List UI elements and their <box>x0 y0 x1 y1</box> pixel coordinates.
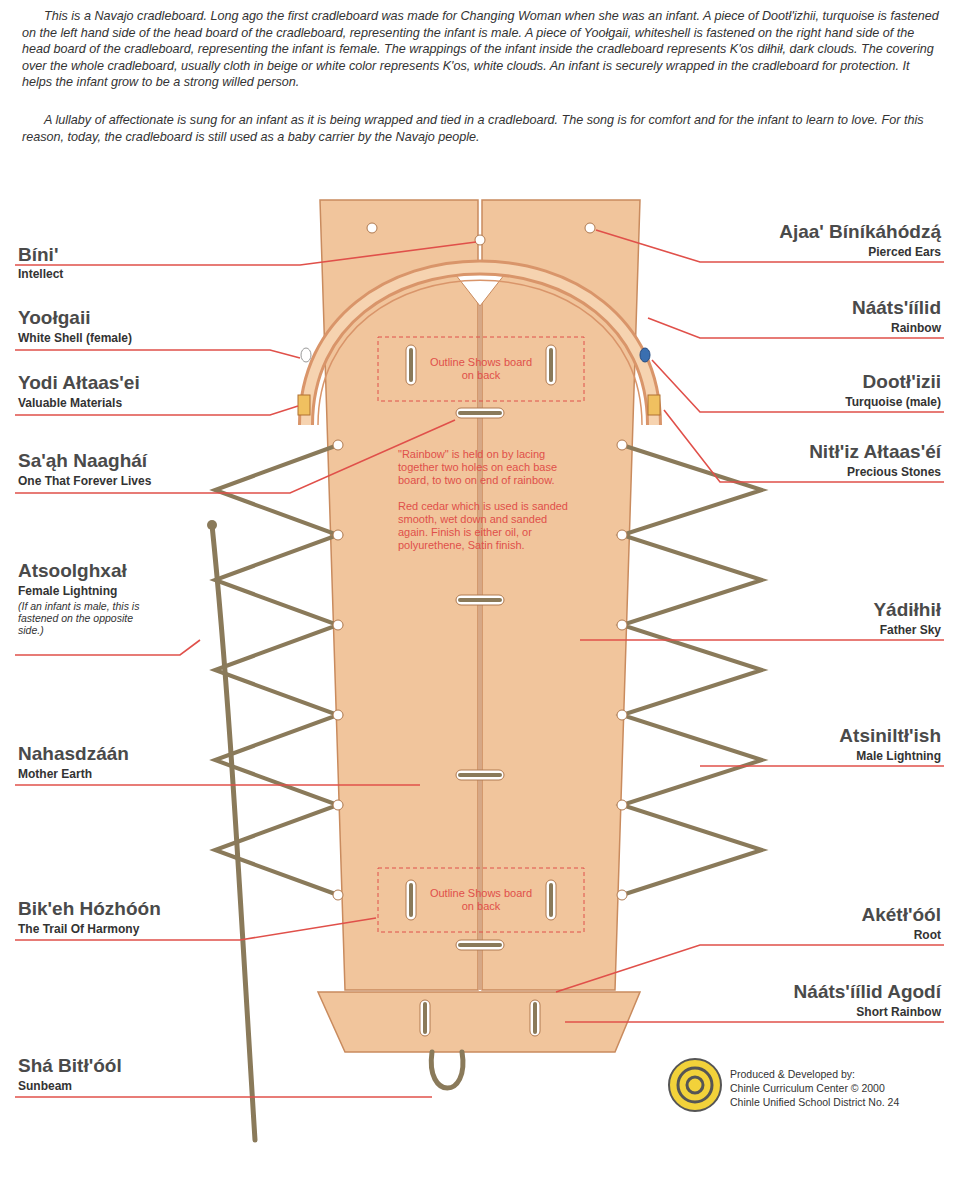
board-note: "Rainbow" is held on by lacing together … <box>398 448 576 487</box>
part-meaning: Valuable Materials <box>18 396 122 411</box>
part-name: Nitł'iz Ałtaas'éí <box>809 441 941 463</box>
board-note: Outline Shows board on back <box>428 887 534 913</box>
part-meaning: Short Rainbow <box>856 1005 941 1020</box>
part-name: Nááts'íílid <box>852 297 941 319</box>
logo <box>669 1059 721 1111</box>
part-meaning: Female Lightning <box>18 584 117 599</box>
part-name: Dootł'izii <box>863 371 941 393</box>
part-meaning: Intellect <box>18 267 63 282</box>
part-name: Sa'ąh Naagháí <box>18 450 147 472</box>
part-name: Nááts'íílid Agodí <box>794 981 941 1003</box>
part-name: Bik'eh Hózhóón <box>18 898 161 920</box>
part-meaning: Pierced Ears <box>868 245 941 260</box>
part-name: Ajaa' Bíníkáhódzą́ <box>779 221 941 243</box>
intro-paragraph: A lullaby of affectionate is sung for an… <box>22 112 940 145</box>
part-meaning: Male Lightning <box>856 749 941 764</box>
part-name: Atsiniltł'ish <box>839 725 941 747</box>
part-name: Yádiłhił <box>873 599 941 621</box>
board-note: Outline Shows board on back <box>428 356 534 382</box>
part-meaning: Father Sky <box>880 623 941 638</box>
part-meaning: Sunbeam <box>18 1079 72 1094</box>
part-meaning: Root <box>914 928 941 943</box>
part-name: Akétł'óól <box>862 904 941 926</box>
credit-line: Chinle Curriculum Center © 2000 <box>730 1082 885 1095</box>
part-name: Yodi Ałtaas'ei <box>18 372 140 394</box>
part-name: Yoołgaii <box>18 307 90 329</box>
part-meaning: Precious Stones <box>847 465 941 480</box>
part-meaning: Turquoise (male) <box>845 395 941 410</box>
part-name: Shá Bitł'óól <box>18 1055 122 1077</box>
part-meaning: Rainbow <box>891 321 941 336</box>
intro-paragraph: This is a Navajo cradleboard. Long ago t… <box>22 8 940 91</box>
board-note: Red cedar which is used is sanded smooth… <box>398 500 576 552</box>
part-meaning: White Shell (female) <box>18 331 132 346</box>
credit-line: Chinle Unified School District No. 24 <box>730 1096 899 1109</box>
credit-line: Produced & Developed by: <box>730 1068 855 1081</box>
part-name: Nahasdzáán <box>18 743 129 765</box>
part-name: Bíni' <box>18 244 58 266</box>
part-name: Atsoolghxał <box>18 560 127 582</box>
part-meaning: Mother Earth <box>18 767 92 782</box>
part-meaning: The Trail Of Harmony <box>18 922 139 937</box>
part-meaning: One That Forever Lives <box>18 474 151 489</box>
part-note: (If an infant is male, this is fastened … <box>18 600 148 636</box>
